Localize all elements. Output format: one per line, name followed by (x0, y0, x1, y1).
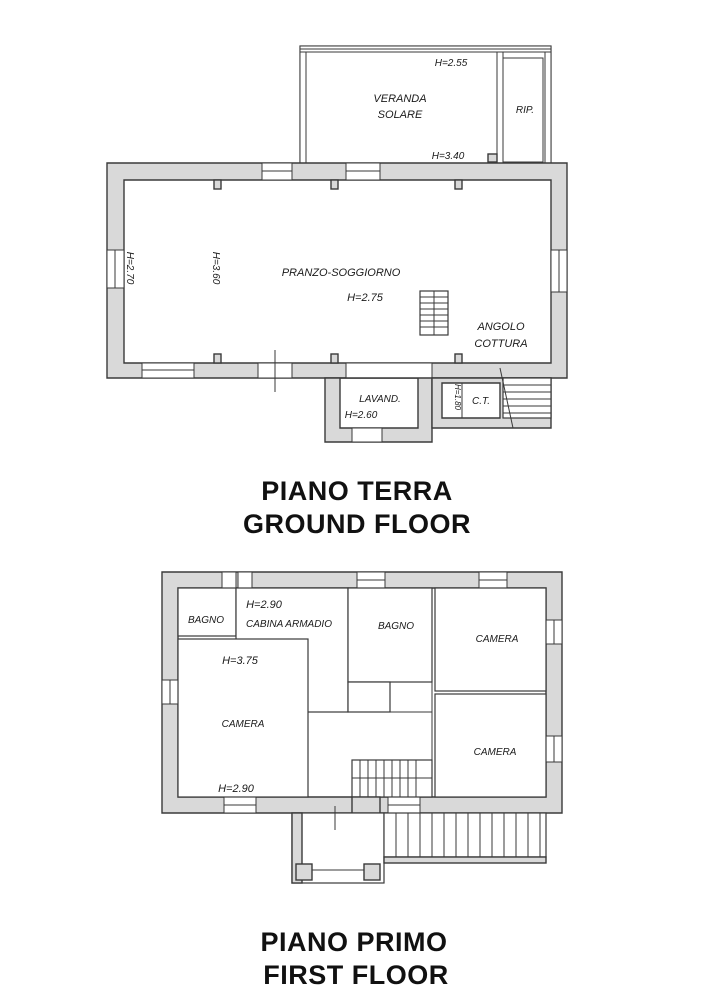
boiler-annex (431, 367, 552, 429)
veranda-label-1: VERANDA (373, 93, 426, 105)
living-room-height: H=2.75 (347, 292, 384, 304)
veranda-height-top: H=2.55 (435, 58, 468, 69)
ground-floor-plan: VERANDA SOLARE H=2.55 H=3.40 RIP. PRANZO… (106, 45, 568, 443)
closet-label: CABINA ARMADIO (246, 619, 332, 630)
room-bedroom-top-right (434, 587, 547, 692)
laundry-height: H=2.60 (345, 410, 378, 421)
room-main-bedroom (177, 638, 309, 798)
kitchen-label-2: COTTURA (474, 338, 527, 350)
bedroom-bottom-right-label: CAMERA (474, 747, 517, 758)
veranda-area (299, 45, 552, 165)
first-floor-title-en: FIRST FLOOR (263, 960, 448, 990)
bath-center-label: BAGNO (378, 621, 414, 632)
living-room-label: PRANZO-SOGGIORNO (282, 267, 401, 279)
kitchen-label-1: ANGOLO (476, 321, 525, 333)
main-bedroom-label: CAMERA (222, 719, 265, 730)
bedroom-top-right-label: CAMERA (476, 634, 519, 645)
living-height-beam: H=3.60 (210, 252, 221, 285)
room-bedroom-bottom-right (434, 693, 547, 798)
veranda-label-2: SOLARE (378, 109, 423, 121)
first-staircase (351, 759, 433, 814)
main-bedroom-height-top: H=3.75 (222, 655, 259, 667)
main-bedroom-height-bottom: H=2.90 (218, 783, 255, 795)
ground-floor-title-en: GROUND FLOOR (243, 509, 471, 539)
boiler-room-height: H=1.80 (453, 384, 462, 411)
laundry-annex (324, 377, 433, 443)
ground-outer-wall (106, 162, 568, 379)
boiler-room-label: C.T. (472, 396, 490, 407)
first-external-stair (383, 812, 547, 864)
ground-staircase (419, 290, 449, 336)
room-bath-left (177, 587, 237, 637)
first-floor-plan: BAGNO H=2.90 CABINA ARMADIO BAGNO CAMERA… (161, 571, 563, 884)
veranda-height-bottom: H=3.40 (432, 151, 465, 162)
closet-height: H=2.90 (246, 599, 283, 611)
first-floor-title-it: PIANO PRIMO (260, 927, 447, 957)
bath-left-label: BAGNO (188, 615, 224, 626)
storage-label: RIP. (516, 105, 534, 116)
first-balcony (291, 806, 385, 884)
living-height-left: H=2.70 (124, 252, 135, 285)
room-bath-center (347, 587, 433, 683)
window (345, 362, 433, 379)
laundry-label: LAVAND. (359, 394, 401, 405)
ground-floor-title-it: PIANO TERRA (261, 476, 453, 506)
